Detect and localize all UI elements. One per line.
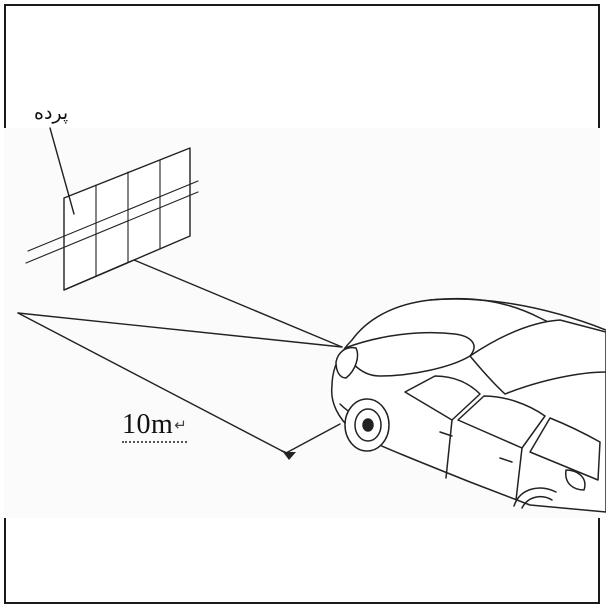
distance-label: 10m↵ <box>122 409 188 443</box>
aiming-screen <box>25 147 199 291</box>
car-drawing <box>330 297 606 513</box>
screen-label: پرده <box>34 102 69 124</box>
distance-arrow <box>281 450 296 460</box>
screen-leader-line <box>49 127 75 215</box>
floor-plane <box>17 259 343 454</box>
return-mark-icon: ↵ <box>174 416 188 434</box>
distance-value: 10m <box>122 409 174 440</box>
